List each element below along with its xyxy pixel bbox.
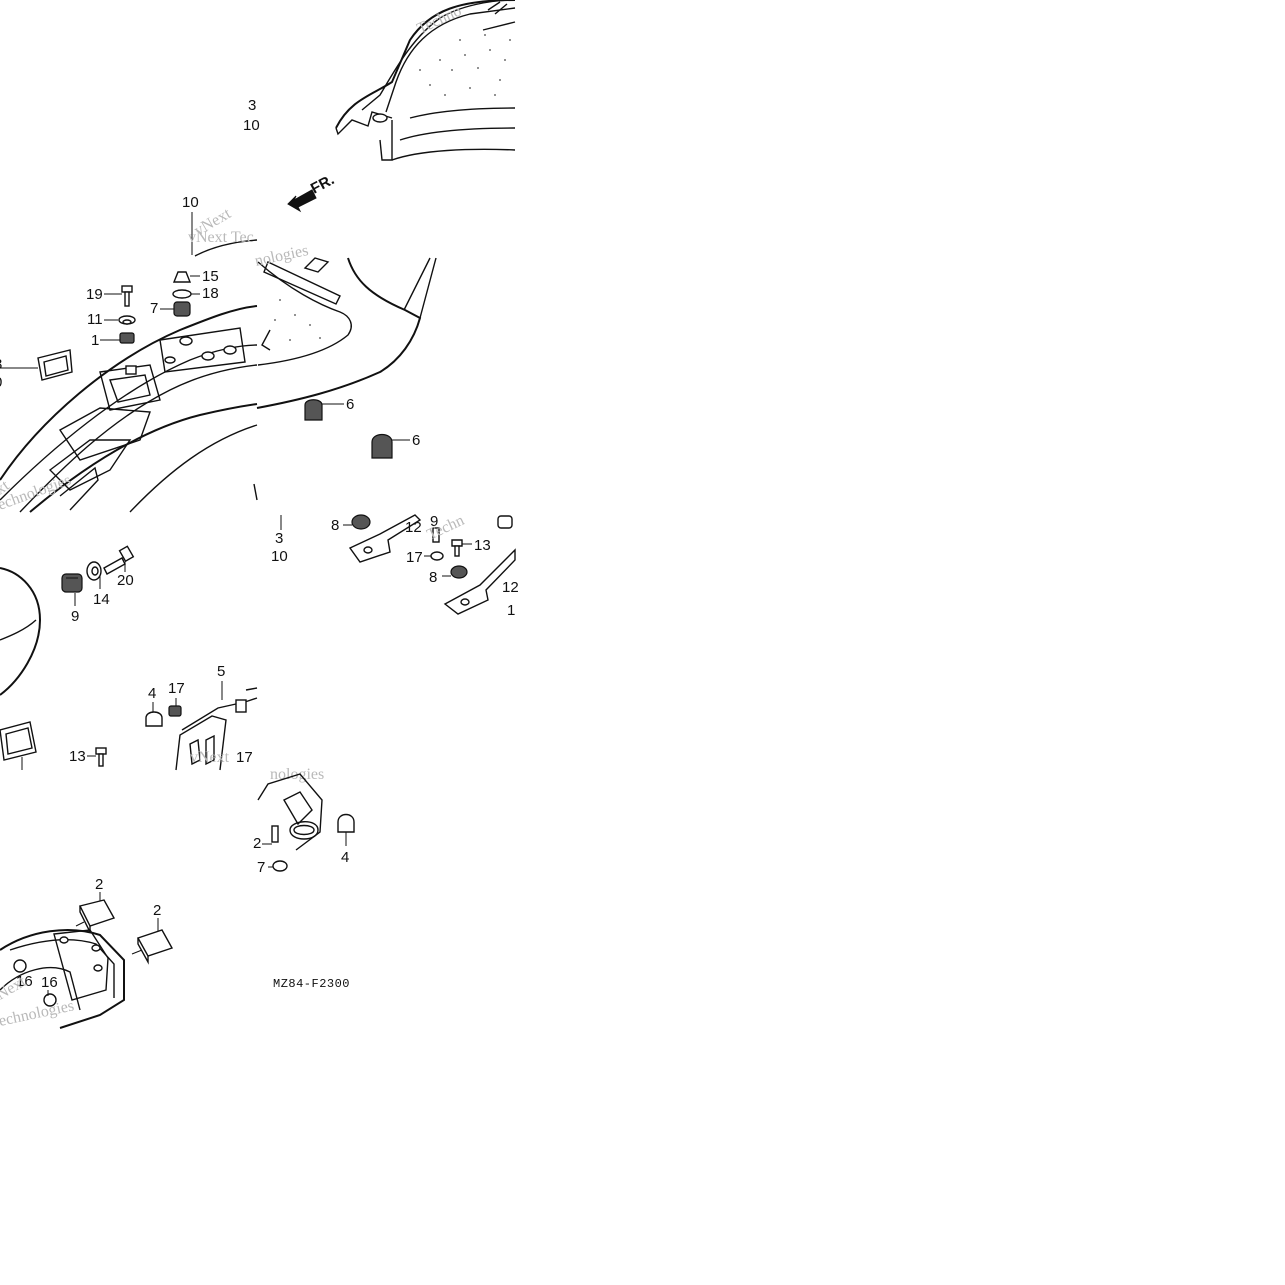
collar-bolt-tile: 9 14 20 xyxy=(0,545,135,696)
callout-15: 15 xyxy=(202,268,219,285)
callout-17: 17 xyxy=(236,749,253,766)
callout-10: 10 xyxy=(182,194,199,211)
callout-2: 2 xyxy=(95,876,103,893)
nut-17-right xyxy=(430,551,444,561)
callout-1: 1 xyxy=(91,332,99,349)
fender-upper-tile: Techno 3 10 FR. xyxy=(243,0,516,213)
stay-upper xyxy=(348,514,422,563)
callout-12: 12 xyxy=(502,579,519,596)
callout-13: 13 xyxy=(474,537,491,554)
watermark: echnologies xyxy=(0,997,76,1030)
grommet-8-upper xyxy=(351,514,371,530)
callout-11: 11 xyxy=(87,311,103,328)
cap-6-upper xyxy=(304,399,323,421)
license-base-tile: 2 2 16 16 Next echnologies xyxy=(0,876,174,1030)
watermark: Techno xyxy=(415,2,465,37)
callout-6: 6 xyxy=(412,432,420,449)
collar-9 xyxy=(61,573,83,593)
collar-7 xyxy=(173,301,191,317)
washer-11 xyxy=(118,315,136,325)
callout-9: 9 xyxy=(71,608,79,625)
cap-6-lower xyxy=(371,433,393,459)
pad-2-lower xyxy=(131,929,174,965)
front-direction-arrow: FR. xyxy=(287,171,337,213)
callout-16: 16 xyxy=(16,973,33,990)
callout-3: 3 xyxy=(0,356,2,373)
callout-3: 3 xyxy=(248,97,256,114)
callout-16: 16 xyxy=(41,974,58,991)
callout-20: 20 xyxy=(117,572,134,589)
nut-15 xyxy=(172,271,192,283)
bolt-20 xyxy=(103,545,135,575)
callout-5: 5 xyxy=(217,663,225,680)
cap-4-right xyxy=(337,813,355,833)
callout-6: 6 xyxy=(346,396,354,413)
callout-8: 8 xyxy=(331,517,339,534)
bolt-19 xyxy=(121,285,133,307)
callout-10: 10 xyxy=(271,548,288,565)
reflector-rear xyxy=(0,721,37,761)
washer-18 xyxy=(172,289,192,299)
callout-7: 7 xyxy=(257,859,265,876)
washer-14 xyxy=(86,561,102,581)
fender-interior-tile: nologies 6 6 xyxy=(253,242,437,459)
brackets-tile: 3 10 8 12 9 13 17 8 xyxy=(271,512,519,619)
callout-1: 1 xyxy=(507,602,515,619)
cap-4-left xyxy=(145,711,163,727)
reflector-left xyxy=(37,349,73,381)
callout-9: 9 xyxy=(430,513,438,530)
grommet-8-lower xyxy=(450,565,468,579)
rear-bracket-tile: 5 4 17 vNext 17 13 xyxy=(0,663,258,771)
nut-7-lower xyxy=(272,860,288,872)
mounting-hole xyxy=(372,113,388,123)
drawing-code: MZ84-F2300 xyxy=(273,977,350,991)
bolt-13-right xyxy=(451,539,463,557)
callout-13: 13 xyxy=(69,748,86,765)
callout-7: 7 xyxy=(150,300,158,317)
nut-17-left xyxy=(168,705,182,717)
texture-dots xyxy=(274,299,321,341)
watermark: nologies xyxy=(253,242,310,270)
callout-3: 3 xyxy=(275,530,283,547)
bracket-end-tile: nologies 2 7 4 xyxy=(253,766,355,876)
callout-17: 17 xyxy=(168,680,185,697)
callout-12: 12 xyxy=(405,519,422,536)
callout-4: 4 xyxy=(148,685,156,702)
callout-18: 18 xyxy=(202,285,219,302)
grommet-1 xyxy=(119,332,135,344)
callout-17: 17 xyxy=(406,549,423,566)
callout-19: 19 xyxy=(86,286,103,303)
fender-left-tile: 10 vNext Tec vNext 19 11 1 15 18 xyxy=(0,194,258,514)
pad-2-upper xyxy=(75,899,116,933)
callout-10: 10 xyxy=(243,117,260,134)
bolt-13-left xyxy=(95,747,107,767)
watermark: vNext xyxy=(190,749,230,766)
texture-dots xyxy=(419,34,511,96)
stay-lower xyxy=(443,548,516,615)
callout-2: 2 xyxy=(253,835,261,852)
callout-8: 8 xyxy=(429,569,437,586)
callout-0: 0 xyxy=(0,374,2,391)
callout-2: 2 xyxy=(153,902,161,919)
watermark: vNext Tec xyxy=(188,229,254,246)
callout-14: 14 xyxy=(93,591,110,608)
callout-4: 4 xyxy=(341,849,349,866)
